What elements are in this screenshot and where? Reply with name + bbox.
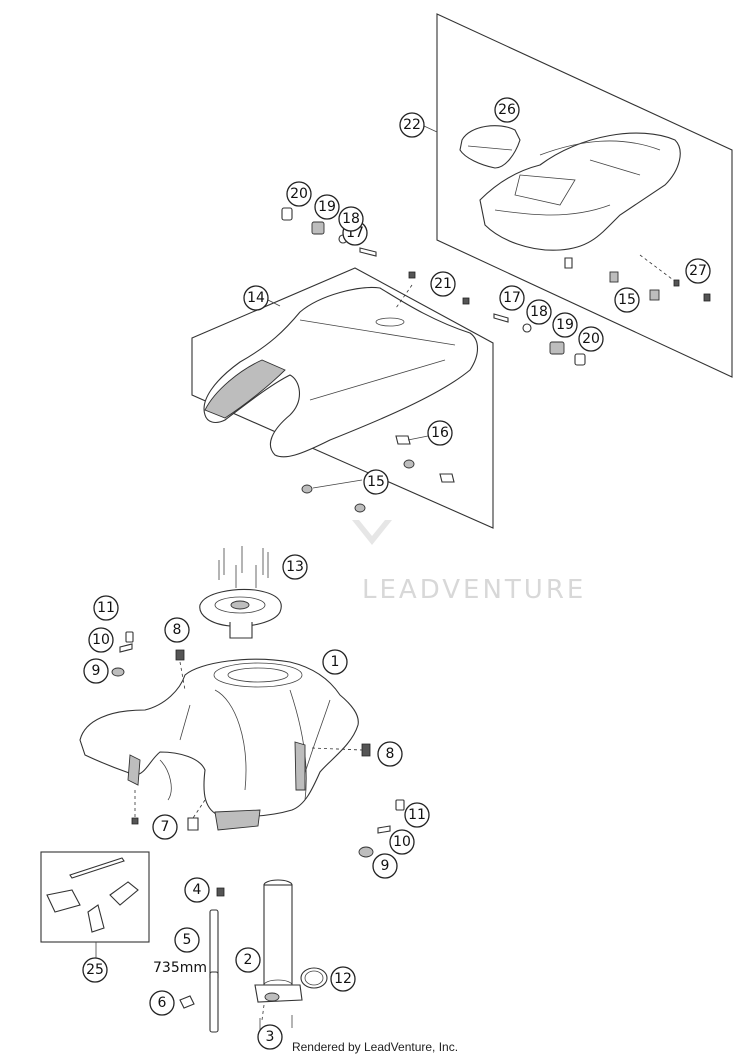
svg-text:27: 27 [689, 263, 707, 279]
callout-12: 12 [330, 966, 356, 992]
svg-text:15: 15 [367, 474, 385, 490]
kit-group [40, 851, 150, 958]
svg-text:16: 16 [431, 425, 449, 441]
svg-text:8: 8 [386, 746, 395, 762]
seat-pad [459, 125, 521, 169]
svg-text:17: 17 [503, 290, 521, 306]
grommet-part [649, 289, 660, 301]
callout-7: 7 [152, 814, 178, 840]
callout-1: 1 [322, 649, 348, 675]
svg-text:11: 11 [97, 600, 115, 616]
svg-text:12: 12 [334, 971, 352, 987]
svg-text:18: 18 [530, 304, 548, 320]
leadventure-watermark: LEADVENTURE [352, 520, 586, 605]
callout-3: 3 [257, 1024, 283, 1050]
svg-text:6: 6 [158, 995, 167, 1011]
svg-text:20: 20 [582, 331, 600, 347]
rider-seat [203, 286, 479, 458]
svg-text:8: 8 [173, 622, 182, 638]
svg-text:21: 21 [434, 276, 452, 292]
callout-11: 11 [93, 595, 119, 621]
svg-text:18: 18 [342, 211, 360, 227]
footer-credit: Rendered by LeadVenture, Inc. [291, 1040, 459, 1054]
svg-text:15: 15 [618, 292, 636, 308]
passenger-seat [479, 132, 681, 251]
svg-text:9: 9 [92, 663, 101, 679]
callout-5: 5 [174, 927, 200, 953]
svg-text:7: 7 [161, 819, 170, 835]
svg-text:26: 26 [498, 102, 516, 118]
callout-22: 22 [399, 112, 425, 138]
svg-text:11: 11 [408, 807, 426, 823]
svg-text:10: 10 [393, 834, 411, 850]
fuel-tank [79, 649, 371, 831]
svg-text:5: 5 [183, 932, 192, 948]
grommet-part [609, 271, 619, 283]
svg-text:25: 25 [86, 962, 104, 978]
callout-20: 20 [286, 181, 312, 207]
callout-15: 15 [363, 469, 389, 495]
rider-seat-frame [191, 267, 494, 529]
svg-text:13: 13 [286, 559, 304, 575]
callout-10: 10 [88, 627, 114, 653]
fuel-pump-group [179, 879, 328, 1033]
callout-8: 8 [377, 741, 403, 767]
callout-25: 25 [82, 957, 108, 983]
passenger-seat-group [423, 13, 733, 378]
svg-text:10: 10 [92, 632, 110, 648]
svg-text:19: 19 [556, 317, 574, 333]
svg-text:19: 19 [318, 199, 336, 215]
fuel-cap-group [199, 546, 282, 639]
callout-21: 21 [430, 271, 456, 297]
tank-hardware-right [358, 799, 405, 858]
callout-6: 6 [149, 990, 175, 1016]
callout-27: 27 [685, 258, 711, 284]
svg-text:14: 14 [247, 290, 265, 306]
svg-text:2: 2 [244, 952, 253, 968]
svg-text:9: 9 [381, 858, 390, 874]
kit-frame [40, 851, 150, 943]
svg-text:20: 20 [290, 186, 308, 202]
callout-10: 10 [389, 829, 415, 855]
tank-hardware-left [111, 631, 134, 677]
callout-19: 19 [314, 194, 340, 220]
passenger-seat-frame [436, 13, 733, 378]
callout-18: 18 [338, 206, 364, 232]
callout-15: 15 [614, 287, 640, 313]
callout-20: 20 [578, 326, 604, 352]
svg-text:22: 22 [403, 117, 421, 133]
svg-text:4: 4 [193, 882, 202, 898]
callout-2: 2 [235, 947, 261, 973]
hose-length-label: 735mm [153, 960, 207, 976]
callout-9: 9 [83, 658, 109, 684]
callout-18: 18 [526, 299, 552, 325]
callout-14: 14 [243, 285, 269, 311]
callout-16: 16 [427, 420, 453, 446]
callout-11: 11 [404, 802, 430, 828]
svg-text:3: 3 [266, 1029, 275, 1045]
callout-4: 4 [184, 877, 210, 903]
callout-19: 19 [552, 312, 578, 338]
callout-9: 9 [372, 853, 398, 879]
callout-26: 26 [494, 97, 520, 123]
callout-8: 8 [164, 617, 190, 643]
callout-13: 13 [282, 554, 308, 580]
watermark-text: LEADVENTURE [362, 575, 586, 605]
callout-17: 17 [499, 285, 525, 311]
svg-text:1: 1 [331, 654, 340, 670]
rider-seat-group [191, 267, 494, 529]
seat-lock-hardware-lower [493, 313, 586, 366]
